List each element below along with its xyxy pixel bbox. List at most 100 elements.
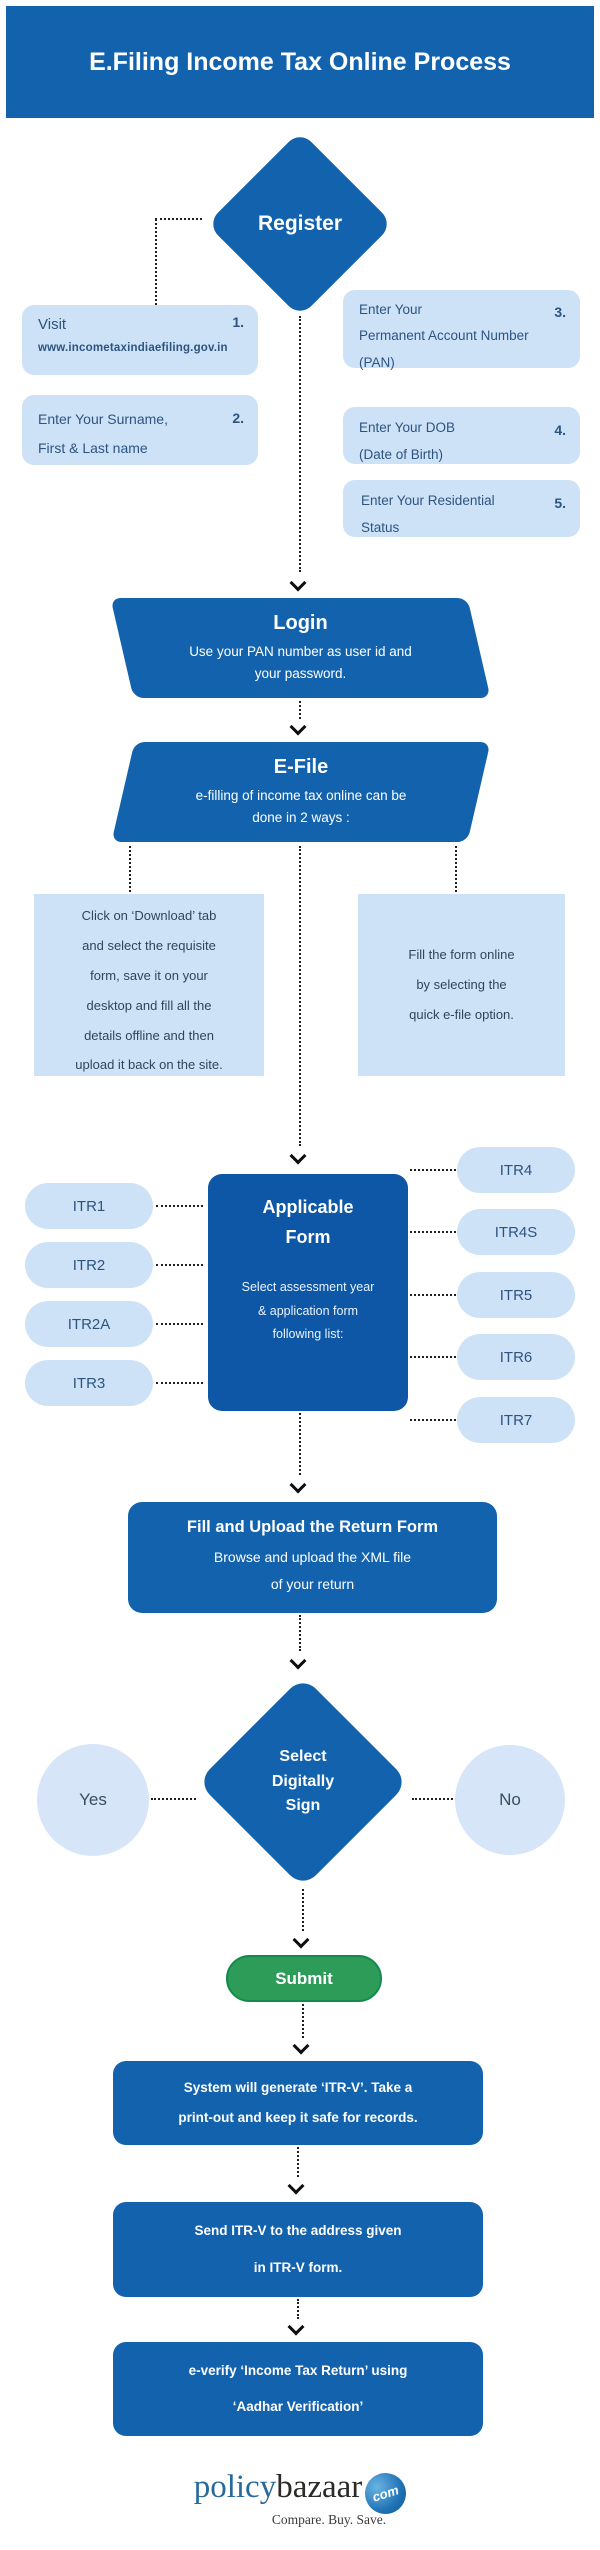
upload-sub-line2: of your return: [270, 1576, 355, 1593]
connector-submit-itrv: [302, 2004, 304, 2038]
step2-line1: Enter Your Surname,: [38, 411, 168, 427]
step1-number: 1.: [232, 314, 244, 330]
step5-number: 5.: [554, 495, 566, 511]
step4-line1: Enter Your DOB: [359, 420, 456, 435]
applicable-title-line1: Applicable: [262, 1197, 354, 1217]
step3-number: 3.: [554, 304, 566, 320]
connector-itr4: [410, 1169, 456, 1171]
efile-parallelogram: E-File e-filling of income tax online ca…: [111, 742, 491, 842]
register-label: Register: [257, 212, 343, 235]
sign-line2: Digitally: [271, 1772, 335, 1790]
connector-applicable-upload: [299, 1413, 301, 1475]
step2-number: 2.: [232, 410, 244, 426]
upload-sub-line1: Browse and upload the XML file: [213, 1549, 412, 1565]
efile-sub-line2: done in 2 ways :: [252, 809, 350, 825]
send-line2: in ITR-V form.: [253, 2259, 343, 2275]
arrow-down-icon: [289, 1652, 307, 1670]
applicable-body-line1: Select assessment year: [241, 1280, 375, 1295]
connector-register-elbow-h: [155, 218, 202, 220]
arrow-down-icon: [287, 2177, 305, 2195]
upload-title: Fill and Upload the Return Form: [186, 1518, 439, 1536]
pill-itr2a: ITR2A: [25, 1301, 153, 1347]
efile-sub-line1: e-filling of income tax online can be: [195, 787, 407, 803]
online-line3: quick e-file option.: [409, 1006, 514, 1022]
everify-box: e-verify ‘Income Tax Return’ using ‘Aadh…: [113, 2342, 483, 2436]
pill-itr2: ITR2: [25, 1242, 153, 1288]
sign-line3: Sign: [285, 1797, 321, 1815]
arrow-down-icon: [292, 1931, 310, 1949]
connector-itr2: [156, 1264, 203, 1266]
online-line2: by selecting the: [416, 977, 507, 993]
applicable-form-box: Applicable Form Select assessment year &…: [208, 1174, 408, 1411]
step2-line2: First & Last name: [38, 440, 148, 457]
step-box-5: Enter Your Residential Status 5.: [343, 480, 580, 537]
pill-itr4s: ITR4S: [457, 1209, 575, 1255]
offline-line4: desktop and fill all the: [86, 997, 212, 1013]
arrow-down-icon: [292, 2037, 310, 2055]
offline-line5: details offline and then: [84, 1027, 214, 1043]
arrow-down-icon: [289, 1147, 307, 1165]
pill-itr4: ITR4: [457, 1147, 575, 1193]
itrv-generate-box: System will generate ‘ITR-V’. Take a pri…: [113, 2061, 483, 2145]
step1-title: Visit: [38, 316, 67, 333]
step5-line2: Status: [361, 520, 400, 535]
connector-efile-applicable: [299, 846, 301, 1146]
pill-itr1: ITR1: [25, 1183, 153, 1229]
everify-line1: e-verify ‘Income Tax Return’ using: [188, 2362, 408, 2378]
connector-itrv-send: [297, 2147, 299, 2177]
connector-yes: [151, 1798, 196, 1800]
itrv-line2: print-out and keep it safe for records.: [178, 2110, 418, 2125]
login-sub-line1: Use your PAN number as user id and: [189, 643, 412, 659]
step-box-1: Visit www.incometaxindiaefiling.gov.in 1…: [22, 305, 258, 375]
logo-tagline: Compare. Buy. Save.: [271, 2512, 387, 2527]
pill-itr6: ITR6: [457, 1334, 575, 1380]
itrv-line1: System will generate ‘ITR-V’. Take a: [183, 2079, 413, 2095]
offline-line2: and select the requisite: [82, 937, 216, 953]
fill-upload-box: Fill and Upload the Return Form Browse a…: [128, 1502, 497, 1613]
step3-line1: Enter Your: [359, 302, 423, 317]
step-box-4: Enter Your DOB (Date of Birth) 4.: [343, 407, 580, 464]
connector-itr6: [410, 1356, 456, 1358]
connector-itr2a: [156, 1323, 203, 1325]
pill-itr3: ITR3: [25, 1360, 153, 1406]
connector-register-elbow-v: [155, 219, 157, 305]
online-line1: Fill the form online: [408, 947, 515, 963]
arrow-down-icon: [287, 2318, 305, 2336]
connector-send-everify: [297, 2299, 299, 2319]
send-itrv-box: Send ITR-V to the address given in ITR-V…: [113, 2202, 483, 2297]
step3-line3: (PAN): [359, 354, 395, 370]
online-option-box: Fill the form online by selecting the qu…: [358, 894, 565, 1076]
connector-itr1: [156, 1205, 203, 1207]
login-parallelogram: Login Use your PAN number as user id and…: [110, 598, 491, 698]
logo-word-bazaar: bazaar: [276, 2469, 363, 2505]
step-box-3: Enter Your Permanent Account Number (PAN…: [343, 290, 580, 370]
step5-line1: Enter Your Residential: [361, 493, 495, 508]
arrow-down-icon: [289, 574, 307, 592]
login-title: Login: [273, 611, 328, 634]
everify-line2: ‘Aadhar Verification’: [232, 2399, 364, 2414]
offline-option-box: Click on ‘Download’ tab and select the r…: [34, 894, 264, 1076]
yes-circle: Yes: [37, 1744, 149, 1856]
connector-efile-offline: [129, 846, 131, 892]
step4-line2: (Date of Birth): [359, 447, 444, 462]
logo-word-policy: policy: [193, 2469, 277, 2505]
page-title: E.Filing Income Tax Online Process: [6, 6, 594, 118]
offline-line3: form, save it on your: [90, 967, 208, 983]
applicable-title-line2: Form: [285, 1226, 331, 1247]
connector-upload-sign: [299, 1615, 301, 1651]
connector-itr4s: [410, 1231, 456, 1233]
pill-itr7: ITR7: [457, 1397, 575, 1443]
step3-line2: Permanent Account Number: [359, 328, 529, 344]
submit-button: Submit: [226, 1955, 382, 2002]
step4-number: 4.: [554, 422, 566, 438]
connector-login-efile: [299, 701, 301, 719]
pill-itr5: ITR5: [457, 1272, 575, 1318]
applicable-body-line3: following list:: [272, 1326, 344, 1341]
arrow-down-icon: [289, 718, 307, 736]
connector-efile-online: [455, 846, 457, 892]
connector-itr5: [410, 1294, 456, 1296]
connector-register-login: [299, 316, 301, 572]
digital-sign-diamond: Select Digitally Sign: [196, 1675, 410, 1889]
